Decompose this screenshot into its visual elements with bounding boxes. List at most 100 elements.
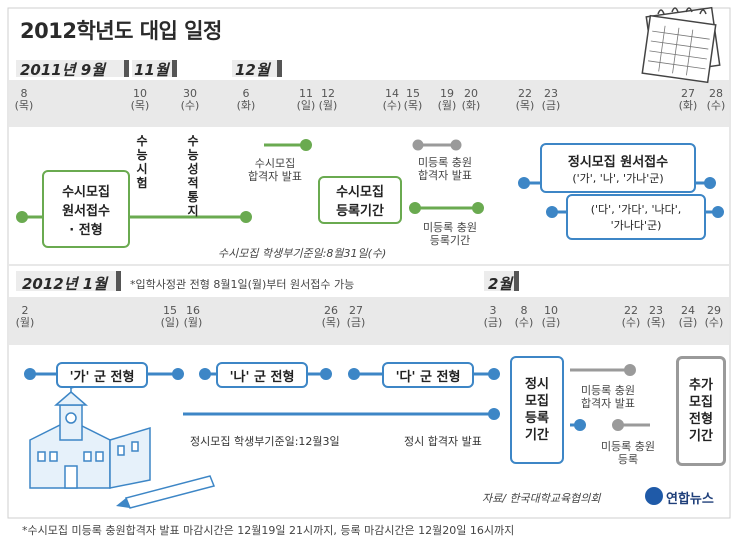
timeline-dot [488,368,500,380]
month-label-nov: 11월 [134,61,169,79]
timeline-dot [574,419,586,431]
month-tab-bar [124,60,129,77]
jeongsi-groups-1: ('가', '나', '가나'군) [572,171,664,185]
bottom-day-number: 2 [21,304,29,317]
extra-line3: 전형 [689,412,713,427]
month-label-sep-2011: 2011년 9월 [20,61,106,79]
timeline-dot [300,139,312,151]
jeongsi-pass-label: 정시 합격자 발표 [404,435,482,448]
top-date: 6(화) [231,88,261,112]
vertical-char: 수 [187,134,199,148]
bottom-date: 16(월) [178,305,208,329]
top-date: 12(월) [313,88,343,112]
unreg-pass-line2: 합격자 발표 [417,169,473,182]
bottom-weekday: (목) [646,316,666,329]
top-date: 28(수) [701,88,731,112]
vertical-char: 험 [136,176,148,190]
month-label-jan-2012: 2012년 1월 [22,275,108,293]
calendar-icon [641,6,721,84]
date-band-bottom [9,297,729,345]
bottom-day-number: 8 [520,304,528,317]
bottom-date: 26(목) [316,305,346,329]
top-day-number: 19 [440,87,454,100]
source-credit: 자료/ 한국대학교육협의회 [482,492,601,505]
bottom-weekday: (일) [160,316,180,329]
top-weekday: (화) [236,99,256,112]
unreg-register-bottom-line2: 등록 [617,453,639,466]
susi-pass-line2: 합격자 발표 [247,170,303,183]
top-day-number: 20 [464,87,478,100]
bottom-day-number: 10 [544,304,558,317]
top-day-number: 10 [133,87,147,100]
bottom-weekday: (수) [514,316,534,329]
unreg-pass-bottom-line2: 합격자 발표 [580,397,636,410]
timeline-dot [624,364,636,376]
unreg-register-line1: 미등록 충원 [422,221,478,234]
top-day-number: 14 [385,87,399,100]
jeongsi-groups-2-box: ('다', '가다', '나다', '가나다'군) [566,194,706,240]
page-title: 2012학년도 대입 일정 [20,19,222,43]
bottom-weekday: (월) [183,316,203,329]
bottom-day-number: 24 [681,304,695,317]
vertical-char: 적 [187,176,199,190]
bottom-weekday: (수) [621,316,641,329]
unreg-pass-label-bottom: 미등록 충원 합격자 발표 [568,384,648,410]
top-date: 20(화) [456,88,486,112]
na-group-box: '나' 군 전형 [216,362,308,388]
top-day-number: 23 [544,87,558,100]
month-tab-feb [484,271,514,291]
timeline-dot [348,368,360,380]
unreg-pass-bottom-line1: 미등록 충원 [580,384,636,397]
susi-register-line2: 등록기간 [336,204,384,219]
top-weekday: (화) [678,99,698,112]
timeline-dot [488,408,500,420]
top-date: 14(수) [377,88,407,112]
vertical-char: 지 [187,204,199,218]
bottom-date: 10(금) [536,305,566,329]
ga-group-box: '가' 군 전형 [56,362,148,388]
bottom-weekday: (금) [541,316,561,329]
bottom-day-number: 26 [324,304,338,317]
top-weekday: (목) [403,99,423,112]
school-building-illustration [29,379,151,489]
bottom-date: 2(월) [10,305,40,329]
month-tab-bar [172,60,177,77]
bottom-day-number: 15 [163,304,177,317]
vertical-char: 능 [187,148,199,162]
top-weekday: (일) [296,99,316,112]
top-weekday: (월) [437,99,457,112]
top-weekday: (수) [706,99,726,112]
bottom-weekday: (수) [704,316,724,329]
jeongsi-register-line2: 모집 [525,394,549,409]
unreg-pass-label: 미등록 충원 합격자 발표 [405,156,485,182]
susi-pass-label: 수시모집 합격자 발표 [235,157,315,183]
timeline-dot [472,202,484,214]
top-day-number: 28 [709,87,723,100]
bottom-date: 22(수) [616,305,646,329]
top-date: 11(일) [291,88,321,112]
month-tab-nov [132,60,172,77]
unreg-register-label-bottom: 미등록 충원 등록 [592,440,664,466]
timeline-dot [320,368,332,380]
extra-line4: 기간 [689,429,713,444]
bottom-day-number: 3 [489,304,497,317]
month-tab-bar [514,271,519,291]
month-tab-sep [16,60,124,77]
timeline-dot [546,206,558,218]
date-band-top [9,80,729,127]
bottom-day-number: 22 [624,304,638,317]
timeline-dot [16,211,28,223]
top-day-number: 27 [681,87,695,100]
top-date: 8(목) [9,88,39,112]
timeline-dot [24,368,36,380]
susi-apply-box: 수시모집 원서접수 · 전형 [42,170,130,248]
susi-register-line1: 수시모집 [336,185,384,200]
susi-apply-line1: 수시모집 [62,184,110,200]
bottom-day-number: 29 [707,304,721,317]
bottom-date: 8(수) [509,305,539,329]
jeongsi-apply-title: 정시모집 원서접수 [567,154,669,170]
extra-recruit-box: 추가 모집 전형 기간 [676,356,726,466]
top-weekday: (월) [318,99,338,112]
